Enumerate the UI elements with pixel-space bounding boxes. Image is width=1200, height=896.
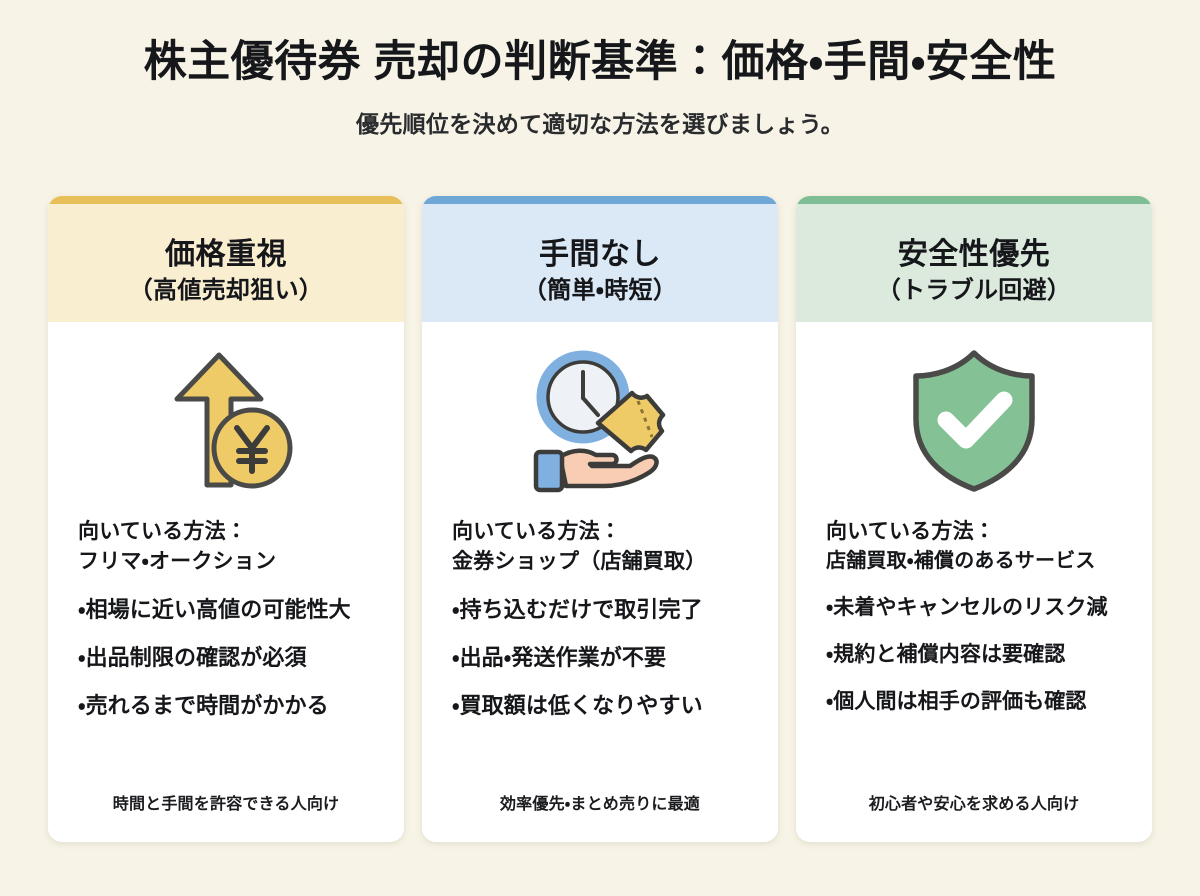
card-accent-bar xyxy=(796,196,1152,204)
list-item: ・規約と補償内容は要確認 xyxy=(826,643,1066,667)
card-title: 価格重視 xyxy=(165,238,287,272)
card-method-value: フリマ・オークション xyxy=(78,549,277,573)
card-icon-area xyxy=(796,322,1152,517)
card-title: 手間なし xyxy=(539,238,661,272)
list-item: ・売れるまで時間がかかる xyxy=(78,692,329,718)
card-subtitle: （簡単・時短） xyxy=(522,276,678,304)
card-icon-area xyxy=(48,322,404,517)
card-accent-bar xyxy=(422,196,778,204)
up-arrow-yen-coin-icon xyxy=(174,352,293,488)
card-method-label: 向いている方法： xyxy=(78,520,247,543)
list-item: ・持ち込むだけで取引完了 xyxy=(452,596,703,622)
card-price-priority[interactable]: 価格重視 （高値売却狙い） xyxy=(48,196,404,842)
card-method-block: 向いている方法： 店舗買取・補償のあるサービス xyxy=(796,517,1152,575)
card-body: 向いている方法： フリマ・オークション ・相場に近い高値の可能性大 ・出品制限の… xyxy=(48,322,404,842)
card-footer-note: 効率優先・まとめ売りに最適 xyxy=(499,796,701,813)
card-method-value: 金券ショップ（店舗買取） xyxy=(452,549,707,573)
list-item: ・出品・発送作業が不要 xyxy=(452,644,667,670)
card-method-value: 店舗買取・補償のあるサービス xyxy=(826,549,1096,572)
card-method-label: 向いている方法： xyxy=(452,520,621,543)
card-subtitle: （高値売却狙い） xyxy=(128,276,324,304)
card-footer-note: 初心者や安心を求める人向け xyxy=(868,796,1080,813)
page-title: 株主優待券 売却の判断基準：価格・手間・安全性 xyxy=(143,38,1057,86)
list-item: ・個人間は相手の評価も確認 xyxy=(826,690,1087,714)
list-item: ・未着やキャンセルのリスク減 xyxy=(826,596,1108,620)
card-header: 安全性優先 （トラブル回避） xyxy=(796,204,1152,322)
page-subtitle: 優先順位を決めて適切な方法を選びましょう。 xyxy=(356,111,844,138)
card-safety-first[interactable]: 安全性優先 （トラブル回避） 向いている方法： 店舗買取・補償のあるサービス ・… xyxy=(796,196,1152,842)
comparison-cards: 価格重視 （高値売却狙い） xyxy=(48,196,1152,842)
page-header: 株主優待券 売却の判断基準：価格・手間・安全性 優先順位を決めて適切な方法を選び… xyxy=(0,0,1200,139)
card-no-effort[interactable]: 手間なし （簡単・時短） xyxy=(422,196,778,842)
card-bullet-list: ・相場に近い高値の可能性大 ・出品制限の確認が必須 ・売れるまで時間がかかる xyxy=(48,596,404,790)
card-header: 手間なし （簡単・時短） xyxy=(422,204,778,322)
card-body: 向いている方法： 店舗買取・補償のあるサービス ・未着やキャンセルのリスク減 ・… xyxy=(796,322,1152,842)
list-item: ・出品制限の確認が必須 xyxy=(78,644,307,670)
shield-check-icon xyxy=(913,349,1035,492)
list-item: ・買取額は低くなりやすい xyxy=(452,692,703,718)
card-icon-area xyxy=(422,322,778,517)
list-item: ・相場に近い高値の可能性大 xyxy=(78,596,351,622)
card-method-block: 向いている方法： フリマ・オークション xyxy=(48,517,404,577)
card-accent-bar xyxy=(48,196,404,204)
clock-ticket-hand-icon xyxy=(533,350,666,492)
card-bullet-list: ・未着やキャンセルのリスク減 ・規約と補償内容は要確認 ・個人間は相手の評価も確… xyxy=(796,597,1152,790)
card-method-label: 向いている方法： xyxy=(826,520,995,543)
card-title: 安全性優先 xyxy=(897,238,1051,272)
card-bullet-list: ・持ち込むだけで取引完了 ・出品・発送作業が不要 ・買取額は低くなりやすい xyxy=(422,596,778,790)
card-method-block: 向いている方法： 金券ショップ（店舗買取） xyxy=(422,517,778,577)
card-footer-note: 時間と手間を許容できる人向け xyxy=(112,796,340,813)
card-body: 向いている方法： 金券ショップ（店舗買取） ・持ち込むだけで取引完了 ・出品・発… xyxy=(422,322,778,842)
card-subtitle: （トラブル回避） xyxy=(876,276,1072,304)
card-header: 価格重視 （高値売却狙い） xyxy=(48,204,404,322)
